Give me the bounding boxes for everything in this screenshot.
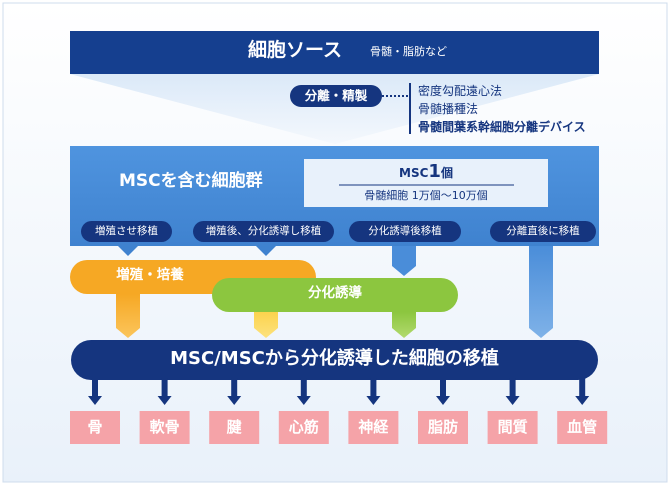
- route-pill-1: [81, 221, 172, 242]
- target-box: [418, 411, 468, 444]
- combined-route-drop-arrow: [254, 312, 278, 338]
- target-connector-line: [231, 378, 238, 398]
- msc-count: MSC1個: [304, 163, 548, 181]
- target-connector-arrowhead: [227, 396, 242, 405]
- target-box: [278, 411, 329, 444]
- target-connector-arrowhead: [88, 396, 102, 405]
- target-connector-line: [92, 378, 98, 398]
- route-1-notch: [118, 246, 138, 256]
- target-connector-line: [370, 378, 377, 398]
- target-connectors: [88, 378, 590, 405]
- transplant-title: MSC/MSCから分化誘導した細胞の移植: [170, 348, 499, 369]
- source-subtitle: 骨髄・脂肪など: [370, 45, 447, 58]
- differentiation-pill: [212, 278, 458, 312]
- target-label: 軟骨: [149, 418, 180, 436]
- msc-group-title: MSCを含む細胞群: [119, 171, 263, 191]
- target-connector-line: [300, 378, 307, 398]
- route-4-arrow: [529, 246, 553, 338]
- target-label: 脂肪: [427, 418, 458, 436]
- target-boxes: [70, 411, 608, 444]
- transplant-pill: [71, 340, 598, 380]
- target-label: 心筋: [288, 418, 319, 436]
- target-label: 神経: [358, 418, 389, 436]
- route-label-differentiate: 分化誘導後移植: [368, 225, 442, 237]
- differentiation-label: 分化誘導: [308, 285, 362, 301]
- target-box: [70, 411, 120, 444]
- target-label: 骨: [87, 418, 103, 436]
- separation-pill: [290, 85, 382, 107]
- target-connector-arrowhead: [157, 396, 172, 405]
- method-msc-device: 骨髄間葉系幹細胞分離デバイス: [418, 120, 586, 134]
- source-header-bar: [70, 31, 599, 74]
- route-2-notch: [256, 246, 276, 256]
- target-connector-arrowhead: [575, 396, 590, 405]
- target-connector-line: [161, 378, 168, 398]
- proliferation-label: 増殖・培養: [116, 267, 184, 283]
- target-connector-arrowhead: [505, 396, 520, 405]
- route-pill-4: [490, 221, 596, 242]
- funnel-shape: [70, 74, 599, 144]
- route-pill-2: [193, 221, 334, 242]
- route-3-arrow: [392, 246, 416, 276]
- target-connector-arrowhead: [436, 396, 450, 405]
- route-label-direct: 分離直後に移植: [506, 225, 580, 237]
- target-box: [487, 411, 538, 444]
- differentiation-drop-arrow: [392, 312, 416, 338]
- target-box: [557, 411, 608, 444]
- target-connector-line: [440, 378, 446, 398]
- route-pill-3: [349, 221, 461, 242]
- target-label: 血管: [567, 418, 598, 436]
- target-box: [139, 411, 190, 444]
- target-connector-line: [579, 378, 586, 398]
- target-connector-arrowhead: [296, 396, 311, 405]
- source-title: 細胞ソース: [248, 39, 343, 61]
- route-label-proliferate-differentiate: 増殖後、分化誘導し移植: [205, 225, 322, 237]
- target-box: [209, 411, 260, 444]
- msc-count-box: [304, 159, 548, 207]
- msc-count-unit: 個: [440, 166, 453, 180]
- proliferation-drop-arrow: [116, 294, 140, 338]
- target-label: 腱: [226, 418, 242, 436]
- route-label-proliferate: 増殖させ移植: [95, 225, 158, 237]
- target-connector-line: [509, 378, 516, 398]
- separation-label: 分離・精製: [304, 88, 368, 103]
- target-connector-arrowhead: [366, 396, 381, 405]
- msc-count-number: 1: [428, 161, 441, 182]
- msc-count-prefix: MSC: [399, 166, 429, 180]
- method-marrow-seeding: 骨髄播種法: [418, 102, 479, 116]
- msc-ratio: 骨髄細胞 1万個～10万個: [364, 189, 488, 202]
- target-box: [348, 411, 399, 444]
- target-label: 間質: [497, 418, 528, 436]
- method-density-gradient: 密度勾配遠心法: [418, 84, 503, 98]
